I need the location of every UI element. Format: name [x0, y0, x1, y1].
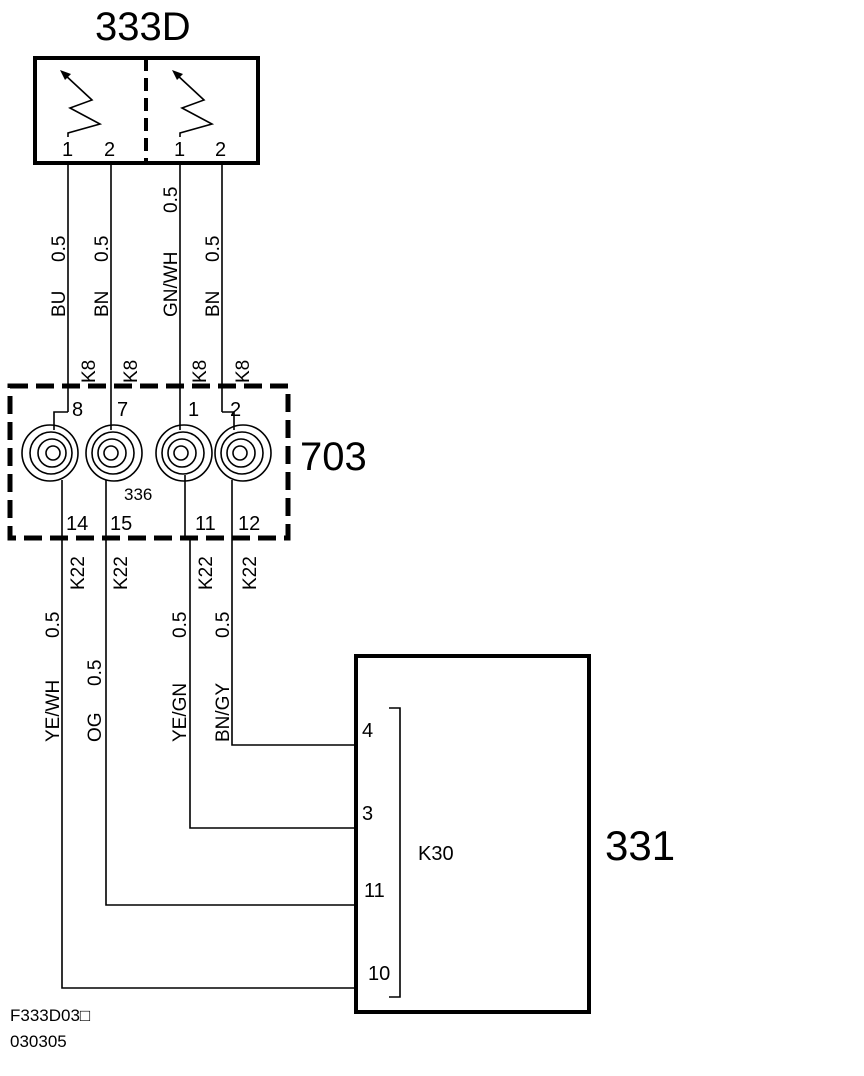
- module-connector-bracket: [389, 707, 401, 998]
- connector-spiral-4: [214, 424, 272, 482]
- connector-sub-label: 336: [124, 485, 152, 504]
- module-pin-4: 4: [362, 720, 373, 742]
- wire-top-1-ref: K8: [79, 360, 100, 383]
- figure-date: 030305: [10, 1032, 67, 1051]
- wire-top-1-gauge: 0.5: [49, 236, 70, 262]
- wire-bottom-3-ref: K22: [196, 556, 217, 590]
- connector-bottom-pin-11: 11: [195, 513, 216, 535]
- wire-bottom-4-color: BN/GY: [213, 683, 234, 742]
- wire-bottom-2-ref: K22: [111, 556, 132, 590]
- connector-bottom-pin-14: 14: [66, 513, 88, 535]
- wire-bottom-1-gauge: 0.5: [43, 612, 64, 638]
- connector-label: 703: [300, 435, 367, 479]
- switch-contact-right: [172, 70, 215, 137]
- wire-top-4-gauge: 0.5: [203, 236, 224, 262]
- wire-top-3-color: GN/WH: [161, 252, 182, 317]
- connector-top-pin-2: 2: [230, 399, 241, 421]
- wire-bottom-2-color: OG: [85, 712, 106, 742]
- wire-bottom-4-ref: K22: [240, 556, 261, 590]
- connector-bottom-pin-12: 12: [238, 513, 260, 535]
- connector-top-pin-1: 1: [188, 399, 199, 421]
- wire-top-1-color: BU: [49, 291, 70, 317]
- connector-leads: [53, 411, 235, 538]
- wire-bottom-1-ref: K22: [68, 556, 89, 590]
- wire-top-2-ref: K8: [121, 360, 142, 383]
- switch-pin-2a: 2: [104, 139, 115, 161]
- wire-top-3-gauge: 0.5: [161, 187, 182, 213]
- figure-code: F333D03□: [10, 1006, 90, 1025]
- module-box: [354, 654, 591, 1014]
- module-connector-label: K30: [418, 843, 454, 865]
- wire-bottom-2-gauge: 0.5: [85, 660, 106, 686]
- wire-bottom-1-color: YE/WH: [43, 680, 64, 742]
- wire-top-2-color: BN: [92, 291, 113, 317]
- switch-label: 333D: [95, 5, 191, 49]
- connector-top-pin-8: 8: [72, 399, 83, 421]
- switch-contact-left: [60, 70, 103, 137]
- module-label: 331: [605, 822, 675, 869]
- wire-top-4-color: BN: [203, 291, 224, 317]
- connector-box: [7, 383, 291, 541]
- switch-pin-1a: 1: [62, 139, 73, 161]
- module-pin-3: 3: [362, 803, 373, 825]
- connector-spiral-1: [21, 424, 79, 482]
- wire-top-4-ref: K8: [233, 360, 254, 383]
- wire-bottom-3-color: YE/GN: [170, 683, 191, 742]
- wire-top-2-gauge: 0.5: [92, 236, 113, 262]
- module-pin-10: 10: [368, 963, 390, 985]
- connector-spiral-3: [155, 424, 213, 482]
- lower-wires: [61, 538, 356, 989]
- wire-bottom-3-gauge: 0.5: [170, 612, 191, 638]
- connector-spiral-2: [85, 424, 143, 482]
- switch-pin-2b: 2: [215, 139, 226, 161]
- connector-bottom-pin-15: 15: [110, 513, 132, 535]
- module-pin-11: 11: [364, 880, 385, 902]
- switch-pin-1b: 1: [174, 139, 185, 161]
- wire-bottom-4-gauge: 0.5: [213, 612, 234, 638]
- connector-top-pin-7: 7: [117, 399, 128, 421]
- wire-top-3-ref: K8: [190, 360, 211, 383]
